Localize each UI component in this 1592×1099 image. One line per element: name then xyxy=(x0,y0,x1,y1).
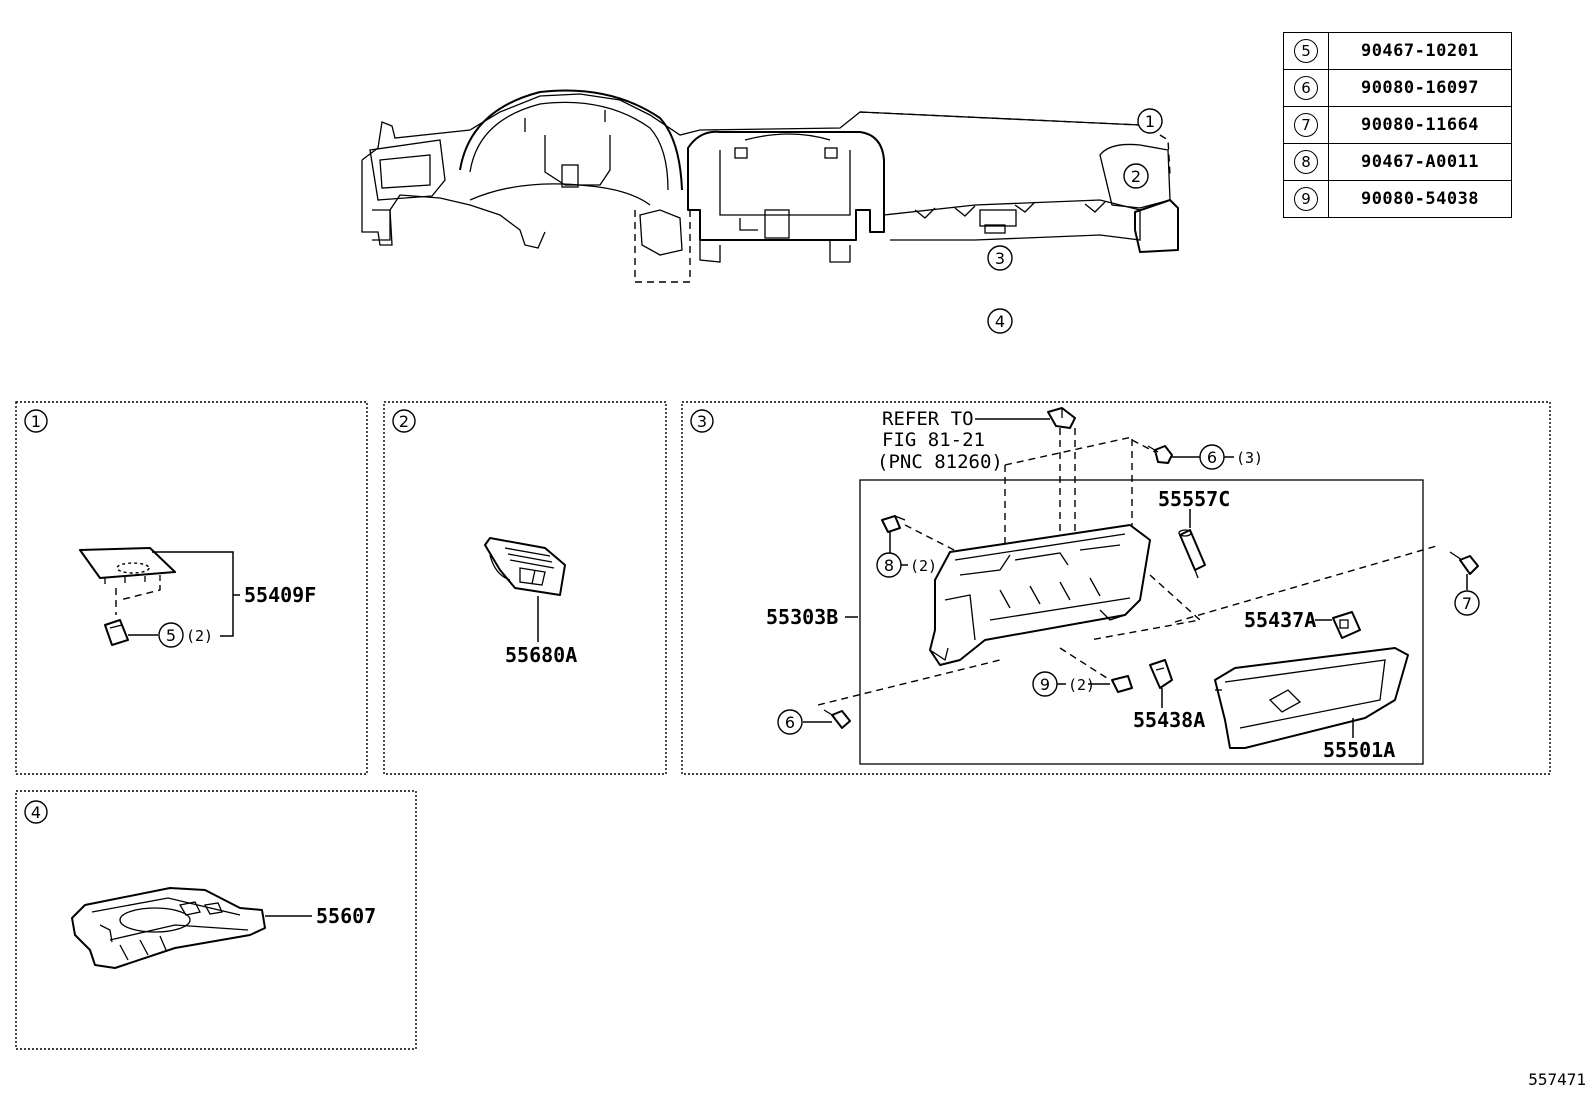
detail-panel-2: 2 55680A xyxy=(383,401,667,775)
detail-panel-1: 1 5 (2) 55409F xyxy=(15,401,368,775)
instrument-panel-overview xyxy=(361,89,1179,283)
fastener-reference-table: 5 90467-10201 6 90080-16097 7 90080-1166… xyxy=(1283,32,1512,218)
part-55303B-drawing xyxy=(929,524,1151,666)
detail-panel-3: 3 REFER TO FIG 81-21 (PNC 81260) xyxy=(681,401,1551,775)
diagram-number: 557471 xyxy=(1528,1070,1586,1089)
detail-panel-4: 4 55607 xyxy=(15,790,417,1050)
part-label-55501A[interactable]: 55501A xyxy=(1323,738,1395,762)
table-row: 5 90467-10201 xyxy=(1283,32,1512,70)
part-label-55438A[interactable]: 55438A xyxy=(1133,708,1205,732)
part-55557C-drawing xyxy=(1178,529,1206,579)
panel-3-callout: 3 xyxy=(697,412,707,431)
part-number-cell[interactable]: 90080-11664 xyxy=(1328,106,1512,144)
callout-5: 5 xyxy=(1294,39,1318,63)
fastener-5-qty: (2) xyxy=(186,627,213,645)
callout-8: 8 xyxy=(1294,150,1318,174)
callout-7: 7 xyxy=(1294,113,1318,137)
part-label-55680A[interactable]: 55680A xyxy=(505,643,577,667)
part-label-55607[interactable]: 55607 xyxy=(316,904,376,928)
table-row: 7 90080-11664 xyxy=(1283,106,1512,144)
part-label-55409F[interactable]: 55409F xyxy=(244,583,316,607)
fastener-5-callout: 5 xyxy=(166,626,176,645)
svg-text:1: 1 xyxy=(1145,112,1155,131)
fastener-7-callout: 7 xyxy=(1462,594,1472,613)
fastener-8-qty: (2) xyxy=(910,557,937,575)
refer-note-line1: REFER TO xyxy=(882,408,974,430)
part-number-cell[interactable]: 90467-A0011 xyxy=(1328,143,1512,181)
svg-text:4: 4 xyxy=(995,312,1005,331)
fastener-9-qty: (2) xyxy=(1068,676,1095,694)
part-number-cell[interactable]: 90467-10201 xyxy=(1328,32,1512,70)
table-row: 9 90080-54038 xyxy=(1283,180,1512,218)
overview-callout-3[interactable]: 3 xyxy=(987,245,1013,271)
refer-note-line2: FIG 81-21 xyxy=(882,429,985,451)
fastener-6-top-qty: (3) xyxy=(1236,449,1263,467)
callout-6: 6 xyxy=(1294,76,1318,100)
panel-1-callout: 1 xyxy=(31,412,41,431)
fastener-6-bottom-callout: 6 xyxy=(785,713,795,732)
callout-9: 9 xyxy=(1294,187,1318,211)
fastener-9-callout: 9 xyxy=(1040,675,1050,694)
panel-2-callout: 2 xyxy=(399,412,409,431)
part-label-55303B[interactable]: 55303B xyxy=(766,605,838,629)
svg-text:2: 2 xyxy=(1131,167,1141,186)
overview-callout-2[interactable]: 2 xyxy=(1123,163,1149,189)
part-label-55557C[interactable]: 55557C xyxy=(1158,487,1230,511)
fastener-6-top-callout: 6 xyxy=(1207,448,1217,467)
refer-note-line3[interactable]: (PNC 81260) xyxy=(877,451,1003,473)
part-number-cell[interactable]: 90080-16097 xyxy=(1328,69,1512,107)
part-55409F-drawing xyxy=(79,547,176,579)
part-55607-drawing xyxy=(71,887,266,969)
overview-callout-1[interactable]: 1 xyxy=(1137,108,1163,134)
part-number-cell[interactable]: 90080-54038 xyxy=(1328,180,1512,218)
overview-callout-4[interactable]: 4 xyxy=(987,308,1013,334)
table-row: 8 90467-A0011 xyxy=(1283,143,1512,181)
part-55680A-drawing xyxy=(484,537,566,596)
fastener-8-callout: 8 xyxy=(884,556,894,575)
part-55501A-drawing xyxy=(1214,647,1409,749)
part-label-55437A[interactable]: 55437A xyxy=(1244,608,1316,632)
svg-text:3: 3 xyxy=(995,249,1005,268)
table-row: 6 90080-16097 xyxy=(1283,69,1512,107)
panel-4-callout: 4 xyxy=(31,803,41,822)
